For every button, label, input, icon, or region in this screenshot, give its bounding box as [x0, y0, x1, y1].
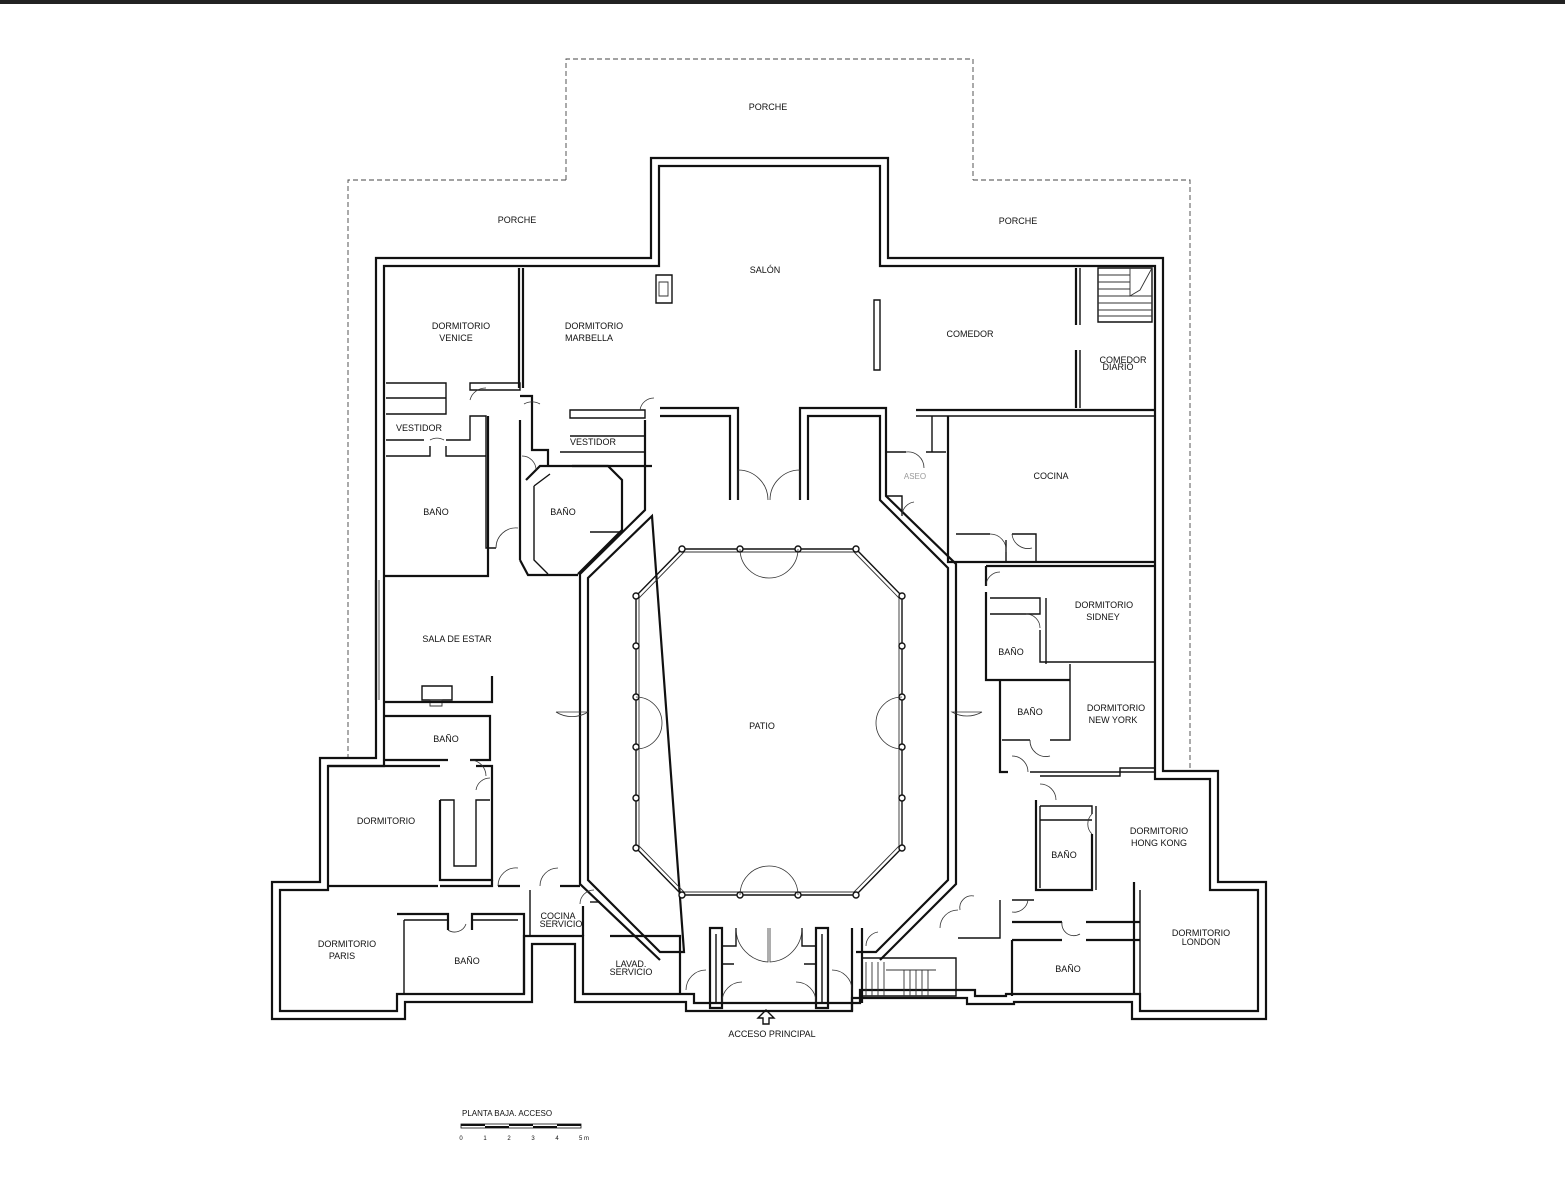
colonnade-post — [632, 844, 640, 852]
colonnade-post — [898, 844, 906, 852]
exterior-walls — [270, 156, 1268, 1021]
room-label-dormitorio-hongkong-2: HONG KONG — [1131, 838, 1187, 848]
room-label-dormitorio-hongkong-1: DORMITORIO — [1130, 826, 1188, 836]
colonnade-post — [632, 592, 640, 600]
stair-upper — [1097, 267, 1153, 323]
room-label-lavad-servicio-1: LAVAD. — [616, 959, 647, 969]
room-label-dormitorio-london-1: DORMITORIO — [1172, 928, 1230, 938]
room-label-porche-right: PORCHE — [999, 216, 1038, 226]
stair-lower — [861, 900, 1001, 997]
room-label-comedor-diario-1: COMEDOR — [1100, 355, 1148, 365]
scale-tick-4: 4 — [555, 1136, 559, 1142]
room-label-sala-de-estar: SALA DE ESTAR — [422, 634, 492, 644]
scale-tick-1: 1 — [483, 1136, 487, 1142]
room-label-dormitorio-paris-1: DORMITORIO — [318, 939, 376, 949]
colonnade-post — [852, 891, 860, 899]
scale-bar: PLANTA BAJA. ACCESO 0 1 2 3 4 5 m — [459, 1109, 589, 1142]
room-label-bano-venice: BAÑO — [423, 507, 449, 517]
room-label-bano-hongkong: BAÑO — [1051, 850, 1077, 860]
room-label-dormitorio-newyork-1: DORMITORIO — [1087, 703, 1145, 713]
room-label-bano-marbella: BAÑO — [550, 507, 576, 517]
scale-tick-0: 0 — [459, 1136, 463, 1142]
colonnade-post — [678, 891, 686, 899]
entrance-arrow-icon — [756, 1009, 776, 1025]
room-label-aseo: ASEO — [904, 472, 926, 481]
room-label-bano-paris: BAÑO — [454, 956, 480, 966]
colonnade-post — [632, 743, 640, 751]
porch-outline — [347, 58, 1191, 771]
room-label-dormitorio-paris-2: PARIS — [329, 951, 355, 961]
colonnade-post — [898, 642, 906, 650]
room-label-salon: SALÓN — [750, 265, 781, 275]
patio-walls — [578, 406, 958, 961]
colonnade-post — [898, 592, 906, 600]
room-label-porche-top: PORCHE — [749, 102, 788, 112]
room-label-comedor-diario-2: DIARIO — [1102, 362, 1133, 372]
room-label-cocina-servicio-2: SERVICIO — [540, 919, 583, 929]
patio-colonnade — [632, 545, 906, 899]
scale-tick-3: 3 — [531, 1136, 535, 1142]
room-label-patio: PATIO — [749, 721, 775, 731]
door-swings — [429, 387, 1093, 1003]
colonnade-post — [852, 545, 860, 553]
room-label-dormitorio: DORMITORIO — [357, 816, 415, 826]
room-label-bano-left: BAÑO — [433, 734, 459, 744]
room-label-dormitorio-london-2: LONDON — [1182, 937, 1221, 947]
room-label-dormitorio-sidney-2: SIDNEY — [1086, 612, 1120, 622]
room-label-dormitorio-newyork-2: NEW YORK — [1089, 715, 1138, 725]
room-label-bano-london: BAÑO — [1055, 964, 1081, 974]
colonnade-post — [898, 794, 906, 802]
colonnade-post — [898, 743, 906, 751]
room-label-vestidor-left: VESTIDOR — [396, 423, 443, 433]
room-label-acceso-principal: ACCESO PRINCIPAL — [728, 1029, 815, 1039]
room-label-dormitorio-venice-1: DORMITORIO — [432, 321, 490, 331]
room-label-porche-left: PORCHE — [498, 215, 537, 225]
room-label-bano-newyork: BAÑO — [1017, 707, 1043, 717]
room-label-lavad-servicio-2: SERVICIO — [610, 967, 653, 977]
scale-title: PLANTA BAJA. ACCESO — [462, 1109, 552, 1118]
scale-tick-5: 5 m — [579, 1136, 589, 1142]
room-label-vestidor-mid: VESTIDOR — [570, 437, 617, 447]
colonnade-post — [632, 794, 640, 802]
interior-walls — [328, 267, 1156, 1011]
colonnade-post — [678, 545, 686, 553]
room-label-bano-sidney: BAÑO — [998, 647, 1024, 657]
room-label-cocina-servicio-1: COCINA — [540, 911, 575, 921]
room-label-dormitorio-marbella-1: DORMITORIO — [565, 321, 623, 331]
colonnade-post — [632, 642, 640, 650]
room-label-dormitorio-sidney-1: DORMITORIO — [1075, 600, 1133, 610]
window-top-border — [0, 0, 1565, 4]
room-label-dormitorio-venice-2: VENICE — [439, 333, 473, 343]
room-label-comedor: COMEDOR — [947, 329, 995, 339]
room-labels: PORCHE PORCHE PORCHE SALÓN DORMITORIO VE… — [318, 102, 1230, 1039]
room-label-dormitorio-marbella-2: MARBELLA — [565, 333, 613, 343]
entrance-jambs — [708, 926, 864, 1011]
room-label-cocina: COCINA — [1033, 471, 1068, 481]
scale-tick-2: 2 — [507, 1136, 511, 1142]
